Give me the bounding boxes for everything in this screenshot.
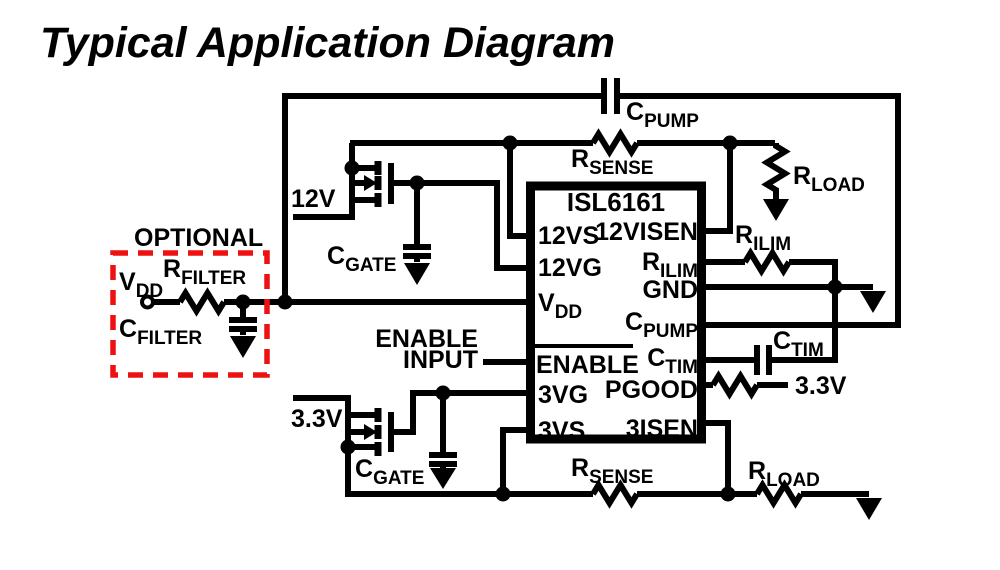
ctim-label: CTIM <box>773 327 824 361</box>
rfilter-label: RFILTER <box>163 255 246 289</box>
pin-ctim: CTIM <box>647 344 698 378</box>
resistor-rsense-12v-icon <box>590 128 640 158</box>
ground-icon <box>230 336 256 358</box>
rsense-12v-label: RSENSE <box>571 145 653 179</box>
wire-3vg-pin <box>391 390 532 435</box>
pin-3vg: 3VG <box>538 381 588 409</box>
cfilter-label: CFILTER <box>119 315 202 349</box>
ground-icon <box>763 199 789 221</box>
enable-input-label-line2: INPUT <box>403 346 478 374</box>
pin-12vg: 12VG <box>538 254 602 282</box>
pin-3vs: 3VS <box>538 417 585 445</box>
resistor-rilim-icon <box>742 247 792 277</box>
capacitor-cfilter-icon <box>229 317 257 332</box>
wire-cpump-left <box>282 93 604 302</box>
resistor-rsense-3v-icon <box>590 479 640 509</box>
capacitor-cgate-12v-icon <box>403 244 431 259</box>
resistor-rload-12v-icon <box>761 143 791 200</box>
page-title: Typical Application Diagram <box>40 19 615 67</box>
pin-enable: ENABLE <box>536 351 639 379</box>
pin-12vs: 12VS <box>538 222 599 250</box>
wire-3isen-pin <box>703 420 731 494</box>
capacitor-cpump-icon <box>601 78 620 114</box>
pin-vdd: VDD <box>538 289 582 323</box>
rload-12v-label: RLOAD <box>793 162 865 196</box>
ground-icon <box>860 291 886 313</box>
pin-gnd: GND <box>642 276 698 304</box>
supply-3v3-label: 3.3V <box>291 405 343 433</box>
vdd-input-label: VDD <box>119 268 163 302</box>
enable-input-label-line1: ENABLE <box>375 325 478 353</box>
capacitor-ctim-icon <box>754 345 772 375</box>
pin-12visen: 12VISEN <box>595 218 698 246</box>
pgood-pullup-3v3-label: 3.3V <box>795 372 847 400</box>
wire-12visen-pin <box>703 143 733 234</box>
ic-block <box>526 181 706 444</box>
wire-12v-supply <box>293 197 375 220</box>
cgate-3v-label: CGATE <box>355 455 424 489</box>
wires <box>140 78 901 520</box>
pin-pgood: PGOOD <box>605 376 698 404</box>
ic-part-number: ISL6161 <box>567 187 665 217</box>
fet3-body-arrow-icon <box>364 424 377 440</box>
wire-cpump-right <box>617 93 901 328</box>
rload-3v-label: RLOAD <box>748 457 820 491</box>
wire-ctim-to-gnd <box>769 287 838 363</box>
junction-dots <box>235 135 843 502</box>
pin-rilim: RILIM <box>642 248 698 282</box>
optional-label: OPTIONAL <box>134 224 263 252</box>
pin-3isen: 3ISEN <box>626 415 698 443</box>
rsense-3v-label: RSENSE <box>571 454 653 488</box>
ground-icon <box>856 498 882 520</box>
pin-cpump: CPUMP <box>625 308 698 342</box>
resistor-rload-3v-icon <box>754 479 804 509</box>
cpump-label: CPUMP <box>626 98 699 132</box>
vdd-terminal-icon <box>140 294 155 310</box>
resistor-rfilter-icon <box>177 287 227 317</box>
wire-rilim-to-gnd <box>789 259 838 287</box>
supply-12v-label: 12V <box>291 185 336 213</box>
optional-filter-box <box>110 250 270 378</box>
capacitor-cgate-3v-icon <box>429 452 457 467</box>
wire-12vs-pin <box>507 143 532 239</box>
cgate-12v-label: CGATE <box>327 242 396 276</box>
ground-icon <box>430 468 456 489</box>
ground-icon <box>404 263 430 285</box>
wire-12vg-pin <box>417 180 532 271</box>
fet12-body-arrow-icon <box>364 175 377 191</box>
resistor-pgood-pullup-icon <box>710 370 760 400</box>
wire-3vs-pin <box>500 427 532 494</box>
rilim-label: RILIM <box>735 221 791 255</box>
